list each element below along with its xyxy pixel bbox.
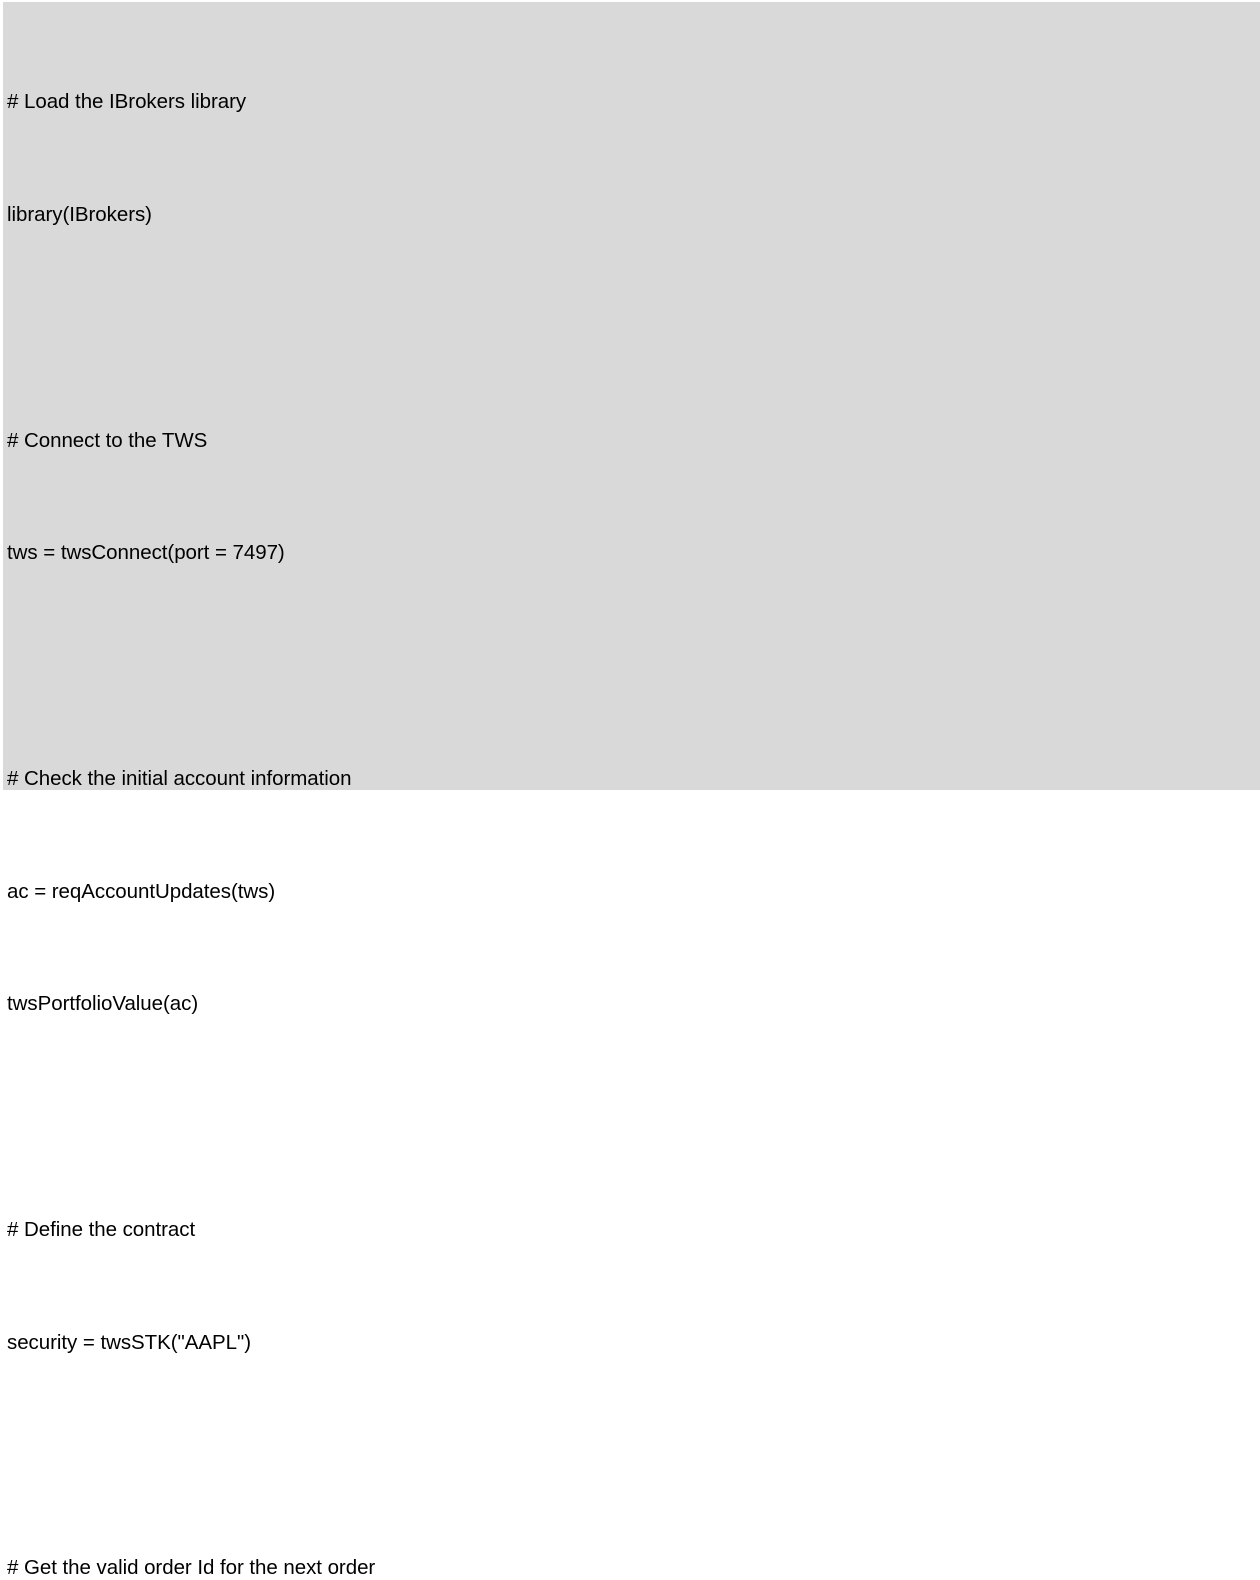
code-line: # Check the initial account information <box>7 766 352 790</box>
code-line-blank <box>7 1098 1260 1136</box>
code-line: security = twsSTK("AAPL") <box>7 1330 251 1354</box>
code-line-blank <box>7 647 1260 685</box>
code-line: # Connect to the TWS <box>7 428 208 452</box>
code-line-blank <box>7 309 1260 347</box>
code-line-blank <box>7 1437 1260 1475</box>
code-line: tws = twsConnect(port = 7497) <box>7 541 285 565</box>
code-line: # Define the contract <box>7 1218 196 1241</box>
code-line: # Load the IBrokers library <box>7 90 247 114</box>
code-snippet-block: # Load the IBrokers library library(IBro… <box>3 2 1260 1579</box>
code-line: twsPortfolioValue(ac) <box>7 992 199 1016</box>
code-line: library(IBrokers) <box>7 202 152 226</box>
code-line: # Get the valid order Id for the next or… <box>7 1556 376 1580</box>
code-lines-container: # Load the IBrokers library library(IBro… <box>7 8 1260 1580</box>
code-line: ac = reqAccountUpdates(tws) <box>7 879 276 903</box>
